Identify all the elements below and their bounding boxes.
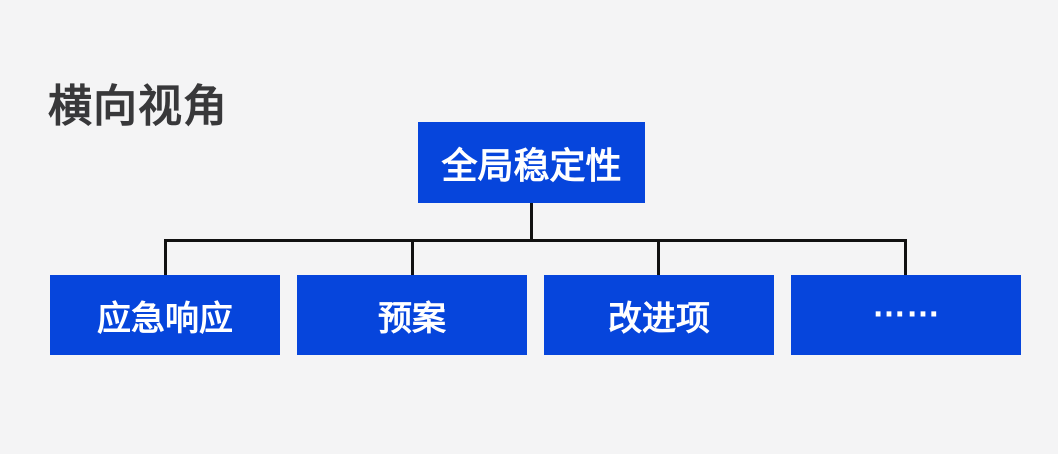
tree-child-label-1: 应急响应 <box>97 299 233 338</box>
tree-child-node-1: 应急响应 <box>50 275 280 355</box>
connector-horizontal-rail <box>164 239 907 242</box>
tree-child-label-2: 预案 <box>378 299 446 338</box>
connector-drop-2 <box>411 239 414 276</box>
tree-child-node-2: 预案 <box>297 275 527 355</box>
connector-drop-4 <box>904 239 907 276</box>
tree-root-node: 全局稳定性 <box>418 122 645 203</box>
tree-child-node-3: 改进项 <box>544 275 774 355</box>
connector-drop-1 <box>164 239 167 276</box>
tree-child-node-4: …… <box>791 275 1021 355</box>
connector-drop-3 <box>657 239 660 276</box>
tree-root-label: 全局稳定性 <box>441 144 622 186</box>
connector-root-stem <box>530 202 533 241</box>
page-title: 横向视角 <box>48 82 228 131</box>
tree-child-label-3: 改进项 <box>608 299 710 338</box>
tree-child-label-4: …… <box>872 285 940 324</box>
